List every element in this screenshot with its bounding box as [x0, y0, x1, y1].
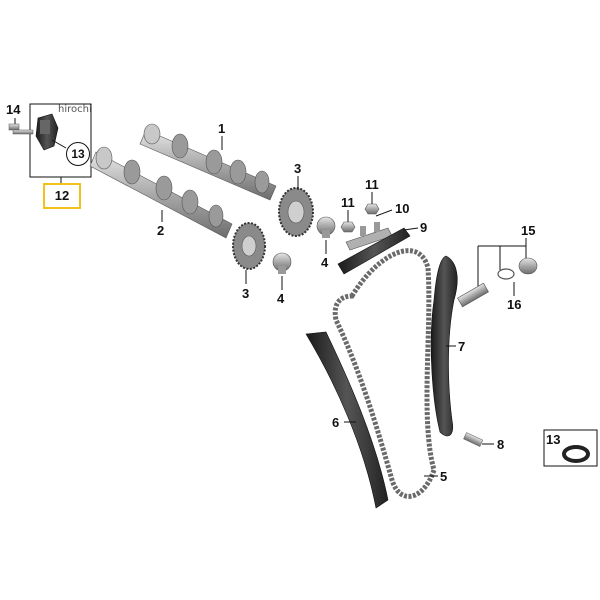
callout-16: 16: [507, 297, 522, 312]
callout-4-right: 4: [321, 255, 329, 270]
callout-12-highlight: 12: [43, 183, 81, 209]
bolt-part-4-right: [316, 216, 336, 238]
sprocket-part-3-upper: [278, 187, 314, 237]
callout-11-left: 11: [341, 195, 355, 210]
callout-2: 2: [157, 223, 165, 238]
callout-7: 7: [458, 339, 466, 354]
chain-guide-part-9: [337, 227, 411, 275]
nut-part-11-left: [340, 221, 356, 233]
callout-4-left: 4: [277, 291, 285, 306]
camshaft-part-1: [139, 123, 277, 201]
bolt-part-4-left: [272, 252, 292, 274]
callout-1: 1: [218, 121, 226, 136]
callout-5: 5: [440, 469, 448, 484]
sensor-part-12: [35, 113, 67, 151]
tensioner-rail-part-7: [430, 255, 458, 437]
camshaft-part-2: [89, 146, 233, 239]
seal-ring-part-13: [562, 445, 590, 463]
chain-guide-part-6: [305, 331, 389, 509]
callout-14: 14: [6, 102, 21, 117]
bolt-part-14: [8, 118, 34, 135]
callout-11-right: 11: [365, 177, 379, 192]
bolt-part-8: [463, 432, 484, 447]
callout-6: 6: [332, 415, 340, 430]
callout-8: 8: [497, 437, 505, 452]
group-box-13: [543, 429, 598, 467]
callout-10: 10: [395, 201, 410, 216]
callout-3-upper: 3: [294, 161, 302, 176]
callout-3-lower: 3: [242, 286, 250, 301]
leader-10: [375, 209, 393, 217]
callout-13-box: 13: [546, 432, 561, 447]
sprocket-part-3-lower: [232, 222, 266, 270]
leader-9: [403, 227, 419, 231]
leader-15: [477, 238, 527, 286]
nut-part-11-right: [364, 203, 380, 215]
timing-chain-part-5: [332, 248, 437, 499]
callout-13-circle: 13: [66, 142, 90, 166]
callout-9: 9: [420, 220, 428, 235]
tensioner-part-16: [457, 257, 538, 308]
callout-15: 15: [521, 223, 536, 238]
watermark: hirochi: [58, 104, 92, 115]
